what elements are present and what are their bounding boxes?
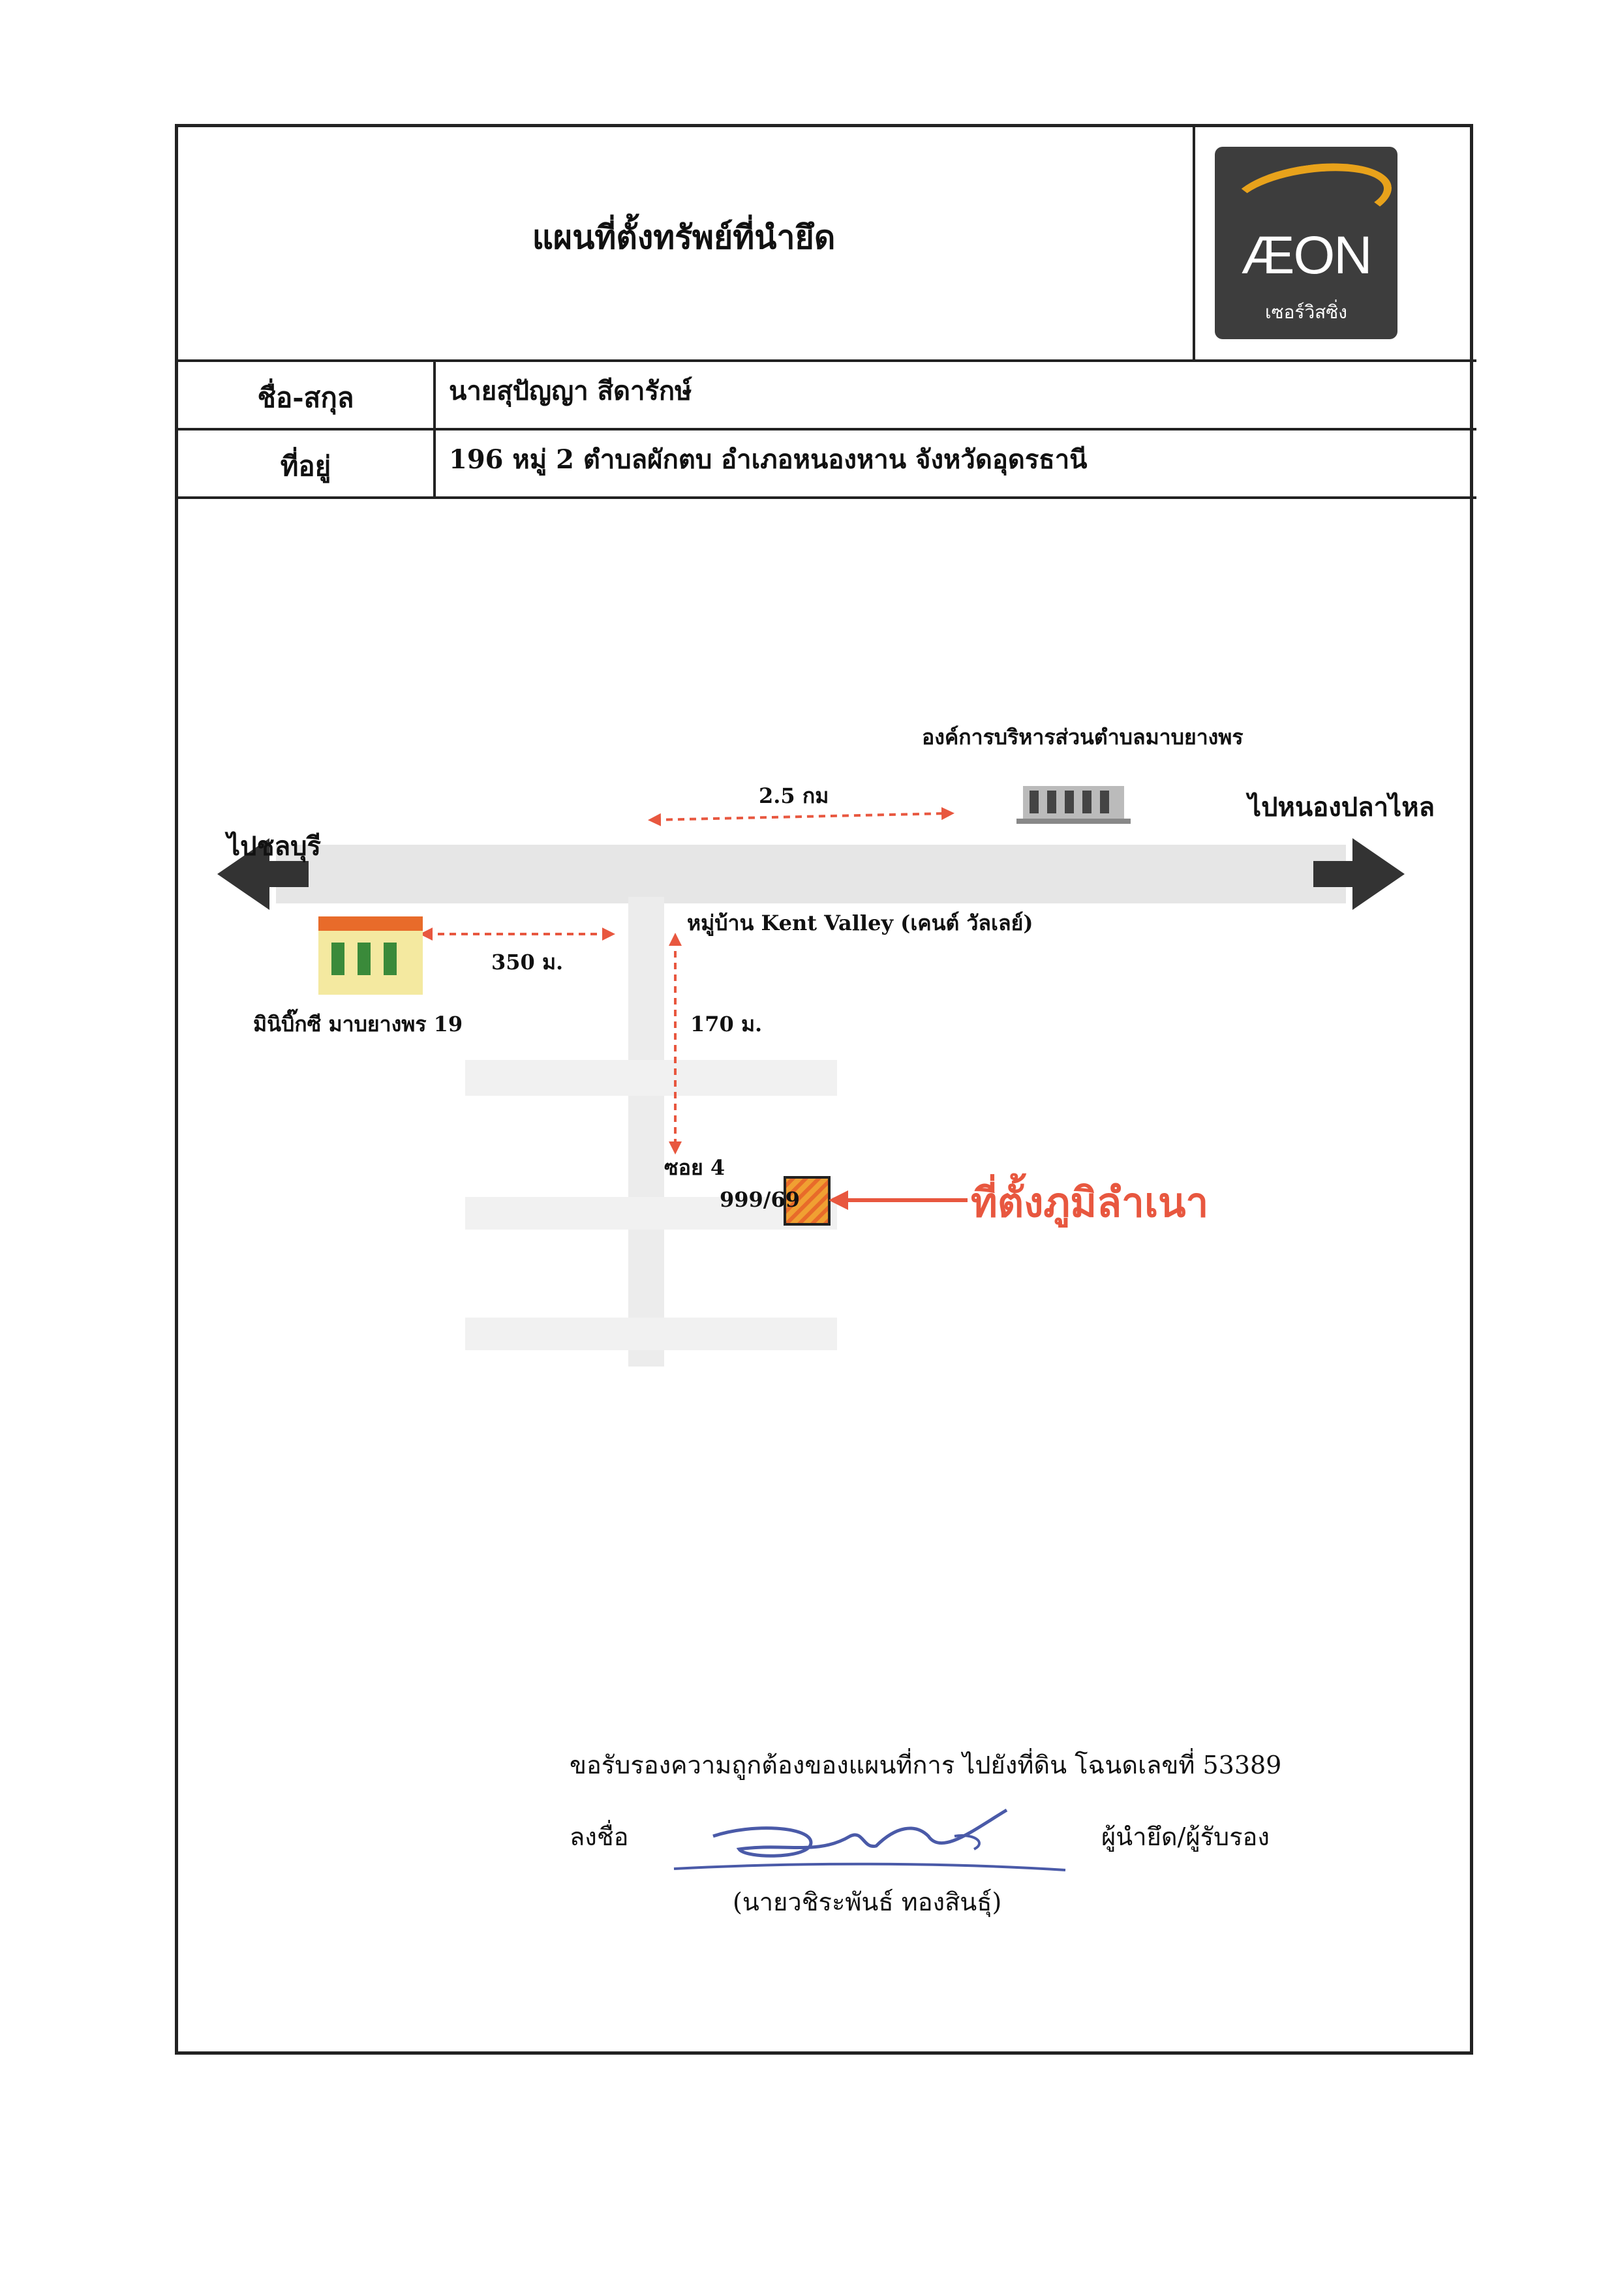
document-frame: แผนที่ตั้งทรัพย์ที่นำยึด ÆON เซอร์วิสซิ่… <box>175 124 1476 2055</box>
soi-road-3 <box>465 1318 837 1350</box>
store-icon <box>318 916 423 995</box>
header-row: แผนที่ตั้งทรัพย์ที่นำยึด ÆON เซอร์วิสซิ่… <box>178 127 1476 362</box>
address-row: ที่อยู่ 196 หมู่ 2 ตำบลผักตบ อำเภอหนองหา… <box>178 430 1476 499</box>
address-label: ที่อยู่ <box>178 430 436 496</box>
target-location-label: ที่ตั้งภูมิลำเนา <box>971 1179 1209 1226</box>
government-building-icon <box>1016 786 1131 824</box>
landmark-top-label: องค์การบริหารส่วนตำบลมาบยางพร <box>922 725 1244 749</box>
signature-image <box>673 1808 1066 1871</box>
left-direction-label: ไปชลบุรี <box>227 831 322 862</box>
sign-label: ลงชื่อ <box>570 1822 629 1851</box>
address-value: 196 หมู่ 2 ตำบลผักตบ อำเภอหนองหาน จังหวั… <box>449 444 1088 475</box>
target-house-icon <box>784 1176 831 1226</box>
map-area: ไปชลบุรี ไปหนองปลาไหล องค์การบริหารส่วนต… <box>178 499 1476 1425</box>
soi-road-1 <box>465 1060 837 1096</box>
distance-top-label: 2.5 กม <box>759 783 829 808</box>
house-number-label: 999/69 <box>720 1187 801 1212</box>
name-value: นายสุปัญญา สีดารักษ์ <box>449 376 692 406</box>
signer-role: ผู้นำยึด/ผู้รับรอง <box>1101 1822 1270 1851</box>
side-road <box>628 897 664 1367</box>
certification-statement: ขอรับรองความถูกต้องของแผนที่การ ไปยังที่… <box>570 1751 1282 1779</box>
name-row: ชื่อ-สกุล นายสุปัญญา สีดารักษ์ <box>178 362 1476 430</box>
store-label: มินิบิ๊กซี มาบยางพร 19 <box>253 1012 463 1036</box>
right-direction-label: ไปหนองปลาไหล <box>1248 792 1435 823</box>
distance-left-label: 350 ม. <box>491 950 564 974</box>
logo-cell: ÆON เซอร์วิสซิ่ง <box>1193 127 1476 362</box>
distance-down-label: 170 ม. <box>690 1012 763 1036</box>
main-road <box>276 845 1346 903</box>
left-direction-arrow-icon <box>217 838 309 910</box>
page-title: แผนที่ตั้งทรัพย์ที่นำยึด <box>532 218 836 256</box>
right-direction-arrow-icon <box>1313 838 1405 910</box>
map-drawing <box>217 786 1405 1367</box>
village-label: หมู่บ้าน Kent Valley (เคนต์ วัลเลย์) <box>687 911 1033 935</box>
name-label: ชื่อ-สกุล <box>178 362 436 428</box>
soi-road-2 <box>465 1197 837 1230</box>
logo-subtitle: เซอร์วิสซิ่ง <box>1265 301 1347 323</box>
distance-top-arrow <box>648 807 954 826</box>
aeon-logo: ÆON เซอร์วิสซิ่ง <box>1215 147 1397 339</box>
signer-name: (นายวชิระพันธ์ ทองสินธุ์) <box>733 1888 1002 1916</box>
logo-brand: ÆON <box>1241 226 1373 285</box>
soi-label: ซอย 4 <box>664 1155 725 1180</box>
